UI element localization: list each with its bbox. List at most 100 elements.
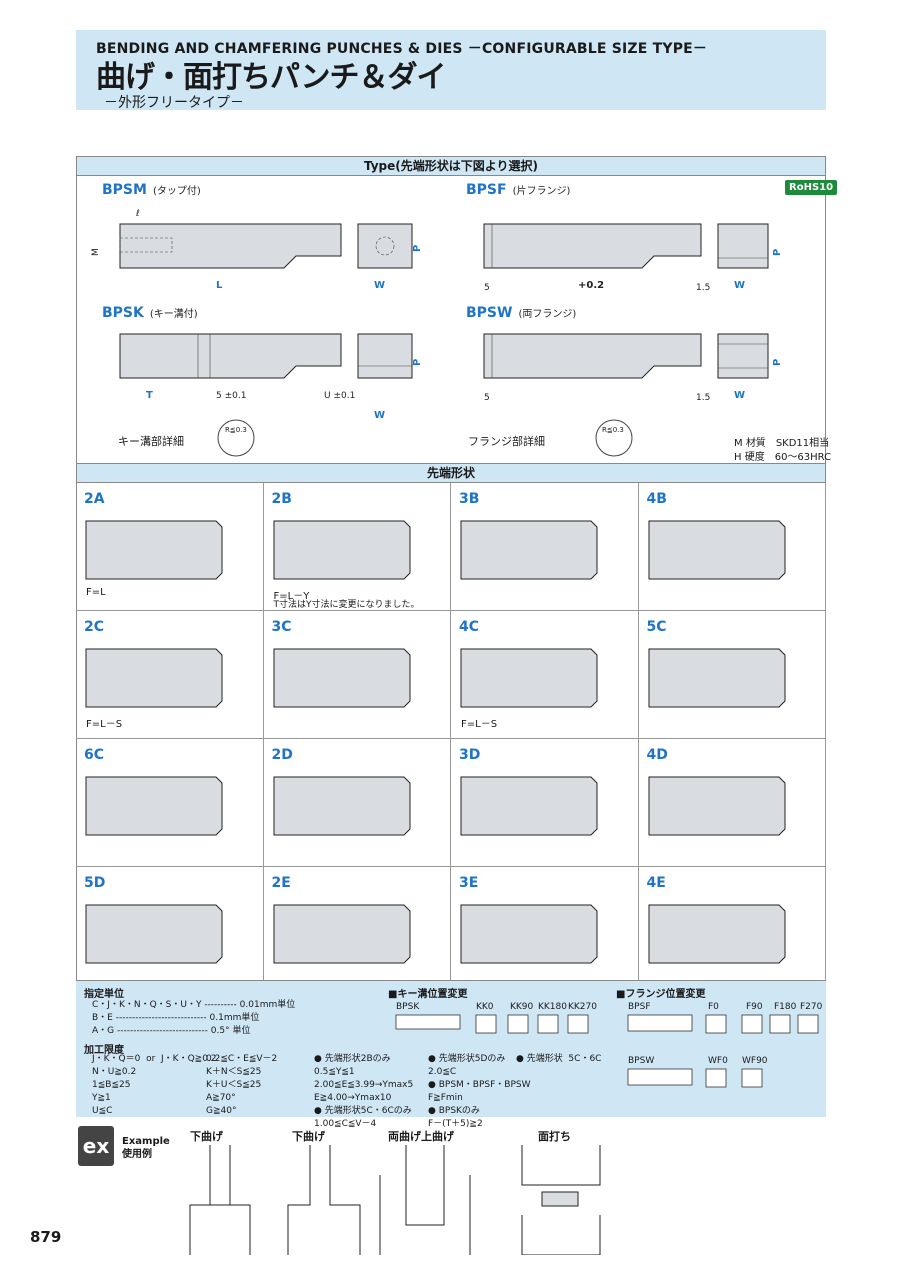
- page-number: 879: [30, 1228, 62, 1246]
- tip-note-2: T寸法はY寸法に変更になりました。: [273, 600, 420, 610]
- svg-text:5 ±0.1: 5 ±0.1: [216, 391, 246, 401]
- spec-panel: 指定単位 C・J・K・N・Q・S・U・Y ---------- 0.01mm単位…: [76, 980, 826, 1129]
- page-header: BENDING AND CHAMFERING PUNCHES & DIES －C…: [76, 30, 826, 111]
- limits-col3: ● 先端形状2Bのみ 0.5≦Y≦1 2.00≦E≦3.99→Ymax5 E≧4…: [314, 1054, 414, 1129]
- svg-text:W: W: [374, 410, 385, 421]
- tip-code: 3D: [459, 747, 481, 763]
- svg-text:P: P: [412, 245, 423, 252]
- tip-shape: [460, 904, 598, 964]
- tip-cell: 5D: [76, 867, 264, 995]
- type-bpsm: BPSM(タップ付): [102, 182, 201, 198]
- hardness: H 硬度 60～63HRC: [734, 452, 832, 463]
- tip-code: 4D: [646, 747, 668, 763]
- tip-cell: 4C F=L－S: [451, 611, 639, 739]
- type-bar: Type(先端形状は下図より選択): [76, 156, 826, 176]
- type-bpsk: BPSK(キー溝付): [102, 305, 198, 321]
- svg-text:1.5: 1.5: [696, 393, 710, 403]
- type-bpsf: BPSF(片フランジ): [466, 182, 571, 198]
- tip-shape: [85, 648, 223, 708]
- spec-shapes: [395, 1014, 819, 1088]
- tip-note: F=L: [86, 587, 106, 598]
- tip-shape: [273, 904, 410, 964]
- title-jp: 曲げ・面打ちパンチ＆ダイ: [96, 60, 446, 95]
- tip-code: 6C: [84, 747, 105, 763]
- flange-detail-label: フランジ部詳細: [468, 435, 545, 448]
- tip-shape: [85, 904, 223, 964]
- tip-note: F=L－S: [86, 719, 123, 730]
- tip-cell: 3E: [451, 867, 639, 995]
- tip-cell: 4E: [638, 867, 826, 995]
- limits-col2: 0.2≦C・E≦V－2 K＋N＜S≦25 K＋U＜S≦25 A≧70° G≧40…: [206, 1054, 278, 1116]
- tip-cell: 4D: [638, 739, 826, 867]
- tip-code: 2B: [271, 491, 292, 507]
- limits-col4: ● 先端形状5Dのみ 2.0≦C ● BPSM・BPSF・BPSW F≧Fmin…: [428, 1054, 531, 1129]
- tip-code: 3E: [459, 875, 479, 891]
- tip-shape: [85, 520, 223, 580]
- svg-text:P: P: [412, 359, 423, 366]
- rohs-badge: RoHS10: [785, 180, 838, 195]
- flange-item-4: F270: [800, 1002, 823, 1012]
- tip-cell: 2C F=L－S: [76, 611, 264, 739]
- key-item-0: BPSK: [396, 1002, 420, 1012]
- tip-code: 3C: [271, 619, 292, 635]
- tip-shape: [460, 776, 598, 836]
- tip-cell: 2A F=L: [76, 483, 264, 611]
- flange-item-1: F0: [708, 1002, 719, 1012]
- flange-change-title: ■フランジ位置変更: [616, 989, 706, 1000]
- tip-code: 5C: [646, 619, 667, 635]
- svg-text:L: L: [216, 280, 223, 291]
- svg-text:5: 5: [484, 393, 490, 403]
- flange-item-6: WF0: [708, 1056, 728, 1066]
- tip-code: 5D: [84, 875, 106, 891]
- material: M 材質 SKD11相当: [734, 438, 830, 449]
- limit-title: 加工限度: [84, 1045, 124, 1056]
- key-item-4: KK270: [568, 1002, 597, 1012]
- type-bpsw: BPSW(両フランジ): [466, 305, 577, 321]
- tip-code: 2A: [84, 491, 105, 507]
- example-badge: ex: [78, 1126, 114, 1166]
- example-title-3: 面打ち: [538, 1130, 571, 1143]
- key-change-title: ■キー溝位置変更: [388, 989, 468, 1000]
- tip-note: F=L－Y: [273, 591, 310, 602]
- unit-2: A・G ---------------------------- 0.5° 単位: [92, 1026, 251, 1036]
- svg-text:P: P: [772, 249, 783, 256]
- tip-shape: [273, 520, 410, 580]
- svg-text:W: W: [374, 280, 385, 291]
- tip-shape: [460, 648, 598, 708]
- tip-code: 4B: [646, 491, 667, 507]
- unit-title: 指定単位: [84, 989, 124, 1000]
- key-r-note: R≦0.3: [225, 426, 247, 434]
- key-item-3: KK180: [538, 1002, 567, 1012]
- key-item-2: KK90: [510, 1002, 534, 1012]
- svg-text:T: T: [146, 390, 153, 401]
- tip-shape: [273, 648, 410, 708]
- tip-cell: 3B: [451, 483, 639, 611]
- svg-text:ℓ: ℓ: [135, 209, 140, 219]
- tip-code: 2E: [271, 875, 291, 891]
- unit-1: B・E ---------------------------- 0.1mm単位: [92, 1013, 260, 1023]
- tip-note: F=L－S: [461, 719, 498, 730]
- tip-shape: [648, 648, 785, 708]
- example-title-1: 下曲げ: [292, 1130, 325, 1143]
- tip-bar: 先端形状: [76, 463, 826, 483]
- tip-cell: 6C: [76, 739, 264, 867]
- tip-shape: [648, 904, 785, 964]
- limits-col1: J・K・Q＝0 or J・K・Q≧0.2 N・U≧0.2 1≦B≦25 Y≧1 …: [92, 1054, 217, 1116]
- svg-text:P: P: [772, 359, 783, 366]
- table-title: ● 先端形状 5C・6C: [516, 1054, 602, 1064]
- subtitle: －外形フリータイプ－: [104, 95, 244, 111]
- flange-item-5: BPSW: [628, 1056, 655, 1066]
- tip-code: 3B: [459, 491, 480, 507]
- tip-code: 2C: [84, 619, 105, 635]
- tip-code: 4C: [459, 619, 480, 635]
- svg-text:5: 5: [484, 283, 490, 293]
- tip-cell: 2E: [263, 867, 451, 995]
- key-item-1: KK0: [476, 1002, 494, 1012]
- svg-text:1.5: 1.5: [696, 283, 710, 293]
- tip-cell: 3C: [263, 611, 451, 739]
- svg-text:W: W: [734, 390, 745, 401]
- flange-item-3: F180: [774, 1002, 797, 1012]
